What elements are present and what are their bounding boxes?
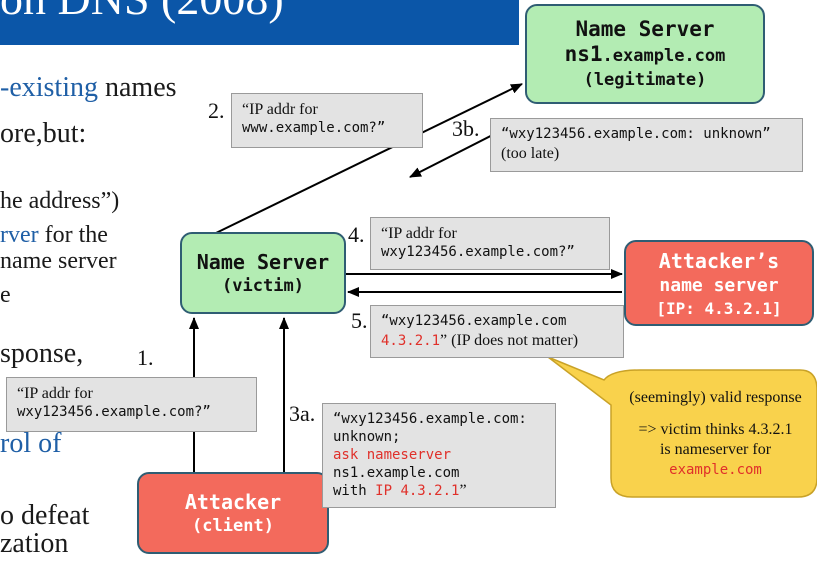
step-2-label: 2. <box>208 98 225 123</box>
step-3a-label: 3a. <box>289 401 316 426</box>
attacker-ns-subtitle: name server <box>659 275 779 296</box>
callout-line-3: is nameserver for <box>659 441 772 458</box>
victim-ns-label: (victim) <box>222 276 304 296</box>
step-1-label: 1. <box>137 345 154 370</box>
message-step-5: “wxy123456.example.com 4.3.2.1” (IP does… <box>370 305 624 358</box>
legit-name-server-node: Name Server ns1.example.com (legitimate) <box>525 4 765 104</box>
step-3b-label: 3b. <box>452 116 480 141</box>
bg-line-8: rol of <box>0 428 62 459</box>
step-5-label: 5. <box>351 308 368 333</box>
legit-ns-label: (legitimate) <box>583 70 707 90</box>
victim-name-server-node: Name Server (victim) <box>180 232 346 314</box>
legit-ns-title: Name Server <box>575 17 715 41</box>
attacker-client-node: Attacker (client) <box>137 472 329 554</box>
slide-title-bar: on DNS (2008) <box>0 0 519 45</box>
bg-line-5: name server <box>0 248 117 274</box>
message-step-1: “IP addr for wxy123456.example.com?” <box>6 377 257 432</box>
callout-line-2: => victim thinks 4.3.2.1 <box>638 421 793 438</box>
attacker-name-server-node: Attacker’s name server [IP: 4.3.2.1] <box>624 240 814 326</box>
arrow-victim-to-legit <box>215 83 523 234</box>
message-step-3b: “wxy123456.example.com: unknown” (too la… <box>490 118 803 172</box>
message-step-4: “IP addr for wxy123456.example.com?” <box>370 217 610 270</box>
bg-line-9: o defeat <box>0 500 90 531</box>
attacker-client-title: Attacker <box>184 490 282 514</box>
bg-line-3: he address”) <box>0 188 120 214</box>
step-4-label: 4. <box>348 222 365 247</box>
attacker-client-label: (client) <box>192 516 274 536</box>
victim-ns-title: Name Server <box>196 250 330 274</box>
attacker-ns-ip: [IP: 4.3.2.1] <box>656 299 782 318</box>
attacker-ns-title: Attacker’s <box>658 249 780 273</box>
bg-line-4: rver for the <box>0 222 108 248</box>
legit-ns-host: ns1.example.com <box>564 42 726 66</box>
bg-line-7: sponse, <box>0 338 84 369</box>
message-step-2: “IP addr for www.example.com?” <box>231 93 423 148</box>
callout-line-1: (seemingly) valid response <box>629 389 802 406</box>
slide-title: on DNS (2008) <box>0 0 284 25</box>
callout-text: (seemingly) valid response => victim thi… <box>614 388 817 480</box>
bg-line-2: ore,but: <box>0 118 87 149</box>
bg-line-6: e <box>0 282 11 308</box>
bg-line-1: -existing names <box>0 72 177 103</box>
message-step-3a: “wxy123456.example.com: unknown; ask nam… <box>322 403 556 508</box>
bg-line-10: zation <box>0 528 69 559</box>
callout-line-4: example.com <box>669 462 762 478</box>
